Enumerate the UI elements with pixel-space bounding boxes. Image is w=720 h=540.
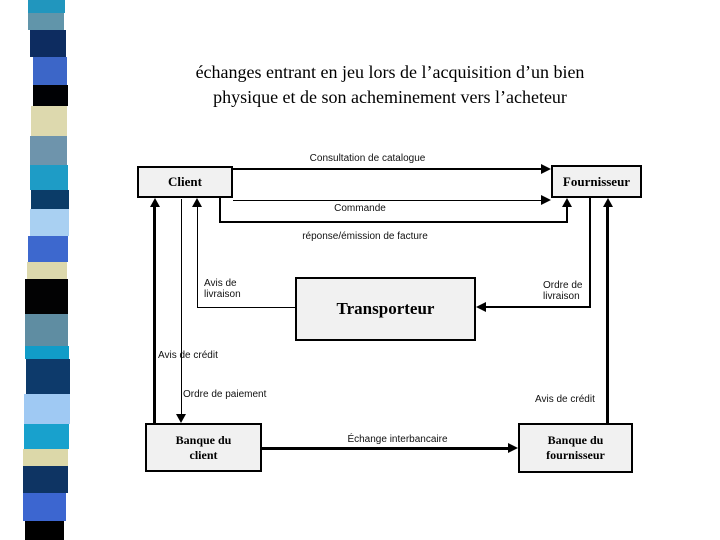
- decorative-strip: [0, 0, 80, 540]
- ordre-livraison-label-line1: Ordre de: [543, 280, 583, 291]
- avis-livraison-label-line2: livraison: [204, 289, 241, 300]
- avis-livraison-label-line1: Avis de: [204, 278, 237, 289]
- arrowhead-up-icon: [150, 198, 160, 207]
- commande-label: Commande: [334, 203, 386, 214]
- arrowhead-right-icon: [541, 164, 551, 174]
- strip-segment: [23, 466, 68, 493]
- reponse-line-vertical-fournisseur: [566, 206, 568, 223]
- strip-segment: [28, 13, 64, 30]
- echange-interbancaire-line: [262, 447, 508, 450]
- strip-segment: [26, 359, 70, 394]
- fournisseur-box: Fournisseur: [551, 165, 642, 198]
- strip-segment: [33, 57, 67, 85]
- ordre-paiement-line: [181, 199, 182, 414]
- banque-du-fournisseur-box: Banque du fournisseur: [518, 423, 633, 473]
- strip-segment: [31, 190, 69, 209]
- arrowhead-left-icon: [476, 302, 486, 312]
- reponse-line-vertical-client: [219, 198, 221, 223]
- arrowhead-right-icon: [541, 195, 551, 205]
- arrowhead-down-icon: [176, 414, 186, 423]
- strip-segment: [25, 521, 64, 540]
- ordre-livraison-line-horizontal: [486, 306, 591, 308]
- strip-segment: [30, 209, 69, 236]
- avis-credit-droit-line: [606, 206, 609, 423]
- commande-line: [233, 200, 541, 201]
- slide-title-line1: échanges entrant en jeu lors de l’acquis…: [195, 62, 585, 82]
- strip-segment: [24, 424, 69, 449]
- strip-segment: [33, 85, 68, 106]
- banque-du-fournisseur-label-line2: fournisseur: [546, 448, 605, 462]
- consultation-label: Consultation de catalogue: [309, 153, 426, 164]
- avis-credit-gauche-line: [153, 206, 156, 423]
- client-box: Client: [137, 166, 233, 198]
- avis-livraison-label: Avis de livraison: [204, 278, 241, 300]
- strip-segment: [30, 165, 68, 190]
- ordre-paiement-label: Ordre de paiement: [183, 389, 267, 400]
- arrowhead-right-icon: [508, 443, 518, 453]
- strip-segment: [25, 346, 69, 359]
- banque-du-fournisseur-label-line1: Banque du: [547, 433, 604, 447]
- slide-title-line2: physique et de son acheminement vers l’a…: [213, 87, 567, 107]
- fournisseur-box-label: Fournisseur: [562, 173, 631, 189]
- consultation-line: [233, 168, 541, 170]
- arrowhead-up-icon: [562, 198, 572, 207]
- banque-du-client-box: Banque du client: [145, 423, 262, 472]
- arrowhead-up-icon: [192, 198, 202, 207]
- strip-segment: [28, 0, 65, 13]
- echange-interbancaire-label: Échange interbancaire: [347, 434, 448, 445]
- client-box-label: Client: [168, 174, 202, 189]
- strip-segment: [23, 493, 66, 521]
- avis-credit-droit-label: Avis de crédit: [535, 394, 595, 405]
- arrowhead-up-icon: [603, 198, 613, 207]
- banque-du-client-label-line2: client: [189, 447, 218, 462]
- ordre-livraison-label-line2: livraison: [543, 291, 580, 302]
- ordre-livraison-label: Ordre de livraison: [543, 280, 582, 302]
- reponse-line-horizontal: [219, 221, 568, 223]
- avis-credit-gauche-label: Avis de crédit: [158, 350, 218, 361]
- ordre-livraison-line-vertical: [589, 198, 591, 308]
- strip-segment: [23, 449, 68, 466]
- strip-segment: [25, 279, 68, 314]
- banque-du-client-label-line1: Banque du: [175, 432, 232, 447]
- strip-segment: [24, 394, 70, 424]
- avis-livraison-line-vertical: [197, 206, 198, 308]
- transporteur-box: Transporteur: [295, 277, 476, 341]
- strip-segment: [28, 236, 68, 262]
- strip-segment: [30, 30, 66, 57]
- avis-livraison-line-horizontal: [197, 307, 295, 308]
- slide-title: échanges entrant en jeu lors de l’acquis…: [110, 60, 670, 110]
- strip-segment: [31, 106, 67, 136]
- strip-segment: [27, 262, 67, 279]
- strip-segment: [30, 136, 67, 165]
- strip-segment: [25, 314, 68, 346]
- transporteur-box-label: Transporteur: [336, 299, 435, 318]
- reponse-label: réponse/émission de facture: [302, 231, 428, 242]
